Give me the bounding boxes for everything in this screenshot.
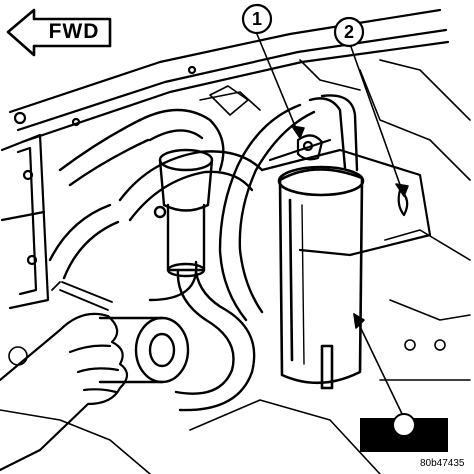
frame-rail <box>8 8 450 144</box>
callout-circle-1 <box>241 3 273 35</box>
callout-number-2: 2 <box>343 22 354 42</box>
left-bracket <box>0 133 50 310</box>
technician-hand <box>0 312 129 472</box>
leader-line-2 <box>349 43 409 197</box>
figure-code: 80b47435 <box>420 458 465 469</box>
tool <box>51 281 113 311</box>
engine-detail <box>199 59 471 381</box>
canister-bracket <box>260 138 432 257</box>
evap-hoses <box>48 94 359 322</box>
leader-line-1 <box>256 33 305 139</box>
lower-hose <box>148 260 256 412</box>
held-component <box>98 316 190 384</box>
bolt <box>302 140 314 152</box>
purge-valve <box>153 148 214 278</box>
leader-line-3 <box>353 313 405 419</box>
direction-label: FWD <box>48 20 100 43</box>
evap-canister <box>277 165 365 390</box>
callout-number-1: 1 <box>251 9 262 29</box>
lower-left-detail <box>0 346 381 474</box>
fwd-arrow-icon <box>6 8 112 57</box>
vent-fitting <box>296 134 324 161</box>
callout-circle-2 <box>333 16 365 48</box>
callout-circle-3 <box>392 413 416 437</box>
